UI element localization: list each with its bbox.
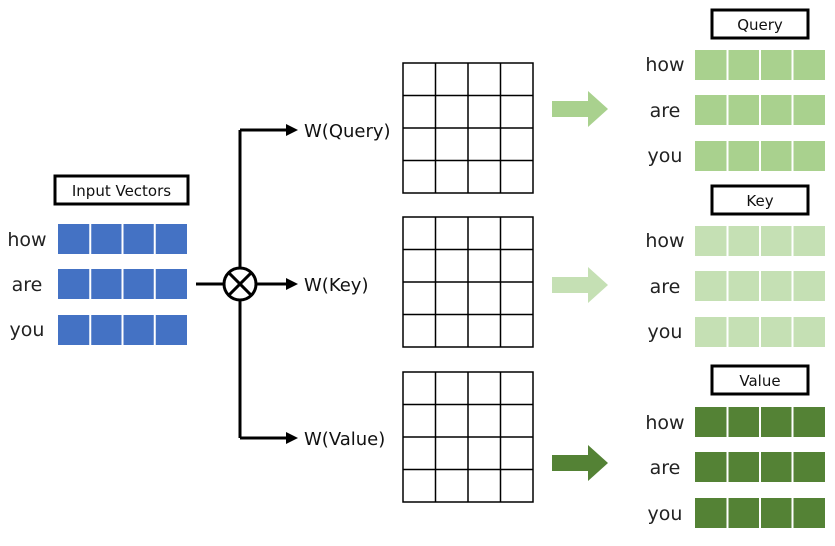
weight-matrices — [402, 62, 534, 503]
weight-label-value: W(Value) — [304, 429, 385, 450]
input-vector-you — [58, 315, 187, 345]
output-vector-rows — [695, 50, 825, 528]
input-word-how: how — [7, 229, 46, 251]
output-key-word-you: you — [648, 321, 683, 343]
weight-matrix-wquery — [402, 62, 534, 194]
input-word-you: you — [10, 319, 45, 341]
output-value-word-are: are — [650, 457, 681, 479]
arrowhead-value — [286, 432, 298, 444]
input-vector-how — [58, 224, 187, 254]
query-vector-how — [695, 50, 825, 80]
query-vector-are — [695, 95, 825, 125]
connector-arrowheads — [286, 124, 298, 444]
key-vector-you — [695, 317, 825, 347]
arrowhead-key — [286, 278, 298, 290]
weight-label-key: W(Key) — [304, 275, 368, 296]
output-key-title: Key — [746, 192, 773, 210]
output-key-word-how: how — [645, 230, 684, 252]
output-query-title: Query — [737, 16, 783, 34]
multiply-operator-icon — [222, 266, 258, 302]
weight-label-query: W(Query) — [304, 121, 391, 142]
weight-matrix-wvalue — [402, 371, 534, 503]
output-query-title-box — [710, 8, 810, 40]
input-vector-are — [58, 269, 187, 299]
arrowhead-query — [286, 124, 298, 136]
arrow-to-value-icon — [552, 445, 608, 481]
query-vector-you — [695, 141, 825, 171]
output-query-word-you: you — [648, 145, 683, 167]
arrow-to-key-icon — [552, 267, 608, 303]
flow-arrows — [552, 91, 608, 481]
key-vector-how — [695, 226, 825, 256]
output-query-block: Query how are you — [645, 8, 810, 167]
output-value-word-you: you — [648, 503, 683, 525]
input-title: Input Vectors — [72, 182, 171, 200]
input-vector-rows — [58, 224, 187, 345]
key-vector-are — [695, 271, 825, 301]
value-vector-are — [695, 452, 825, 482]
input-word-are: are — [12, 274, 43, 296]
output-key-block: Key how are you — [645, 184, 810, 343]
output-query-word-are: are — [650, 100, 681, 122]
input-block: Input Vectors how are you — [7, 174, 190, 345]
weight-matrix-wkey — [402, 216, 534, 348]
input-title-box — [53, 174, 190, 206]
value-vector-how — [695, 407, 825, 437]
output-value-title-box — [710, 364, 810, 396]
value-vector-you — [695, 498, 825, 528]
output-value-block: Value how are you — [645, 364, 810, 525]
output-value-title: Value — [739, 372, 780, 390]
output-value-word-how: how — [645, 412, 684, 434]
output-key-word-are: are — [650, 276, 681, 298]
output-key-title-box — [710, 184, 810, 216]
arrow-to-query-icon — [552, 91, 608, 127]
output-query-word-how: how — [645, 54, 684, 76]
